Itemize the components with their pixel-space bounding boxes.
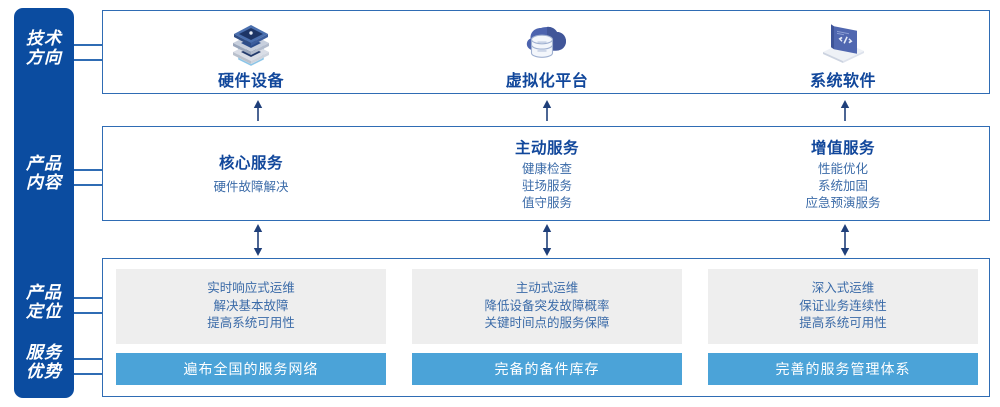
positioning-column-realtime[interactable]: 实时响应式运维 解决基本故障 提高系统可用性 遍布全国的服务网络 <box>103 259 399 396</box>
rail-label-line2: 方向 <box>26 48 62 67</box>
arrow-up-system-software <box>838 100 852 126</box>
content-heading-core: 核心服务 <box>218 155 283 172</box>
rail-label-line1: 产品 <box>26 154 62 173</box>
product-positioning-row: 实时响应式运维 解决基本故障 提高系统可用性 遍布全国的服务网络 主动式运维 降… <box>102 258 990 397</box>
positioning-line: 主动式运维 <box>515 281 579 296</box>
content-heading-proactive: 主动服务 <box>514 139 579 157</box>
arrow-up-down-proactive <box>540 224 554 261</box>
connector-content-1 <box>74 169 103 171</box>
content-item: 系统加固 <box>817 178 868 193</box>
rail-label-line1: 服务 <box>26 343 62 362</box>
rail-label-line2: 定位 <box>26 302 62 321</box>
content-item: 值守服务 <box>521 195 572 210</box>
arrow-up-down-value-added <box>838 224 852 261</box>
content-item: 性能优化 <box>817 161 868 176</box>
advantage-bar-spare-parts[interactable]: 完备的备件库存 <box>412 353 682 385</box>
rail-label-line1: 技术 <box>26 29 62 48</box>
advantage-bar-service-network[interactable]: 遍布全国的服务网络 <box>116 353 386 385</box>
positioning-line: 提高系统可用性 <box>799 316 887 331</box>
positioning-box-deep: 深入式运维 保证业务连续性 提高系统可用性 <box>708 269 978 344</box>
rail-label-line2: 优势 <box>26 362 62 381</box>
rail-label-service-advantage: 服务 优势 <box>14 343 74 381</box>
content-item: 健康检查 <box>521 161 572 176</box>
positioning-line: 提高系统可用性 <box>207 316 295 331</box>
rail-label-tech-direction: 技术 方向 <box>14 29 74 67</box>
category-rail <box>14 8 74 398</box>
connector-tech-2 <box>74 59 103 61</box>
positioning-line: 实时响应式运维 <box>207 281 295 296</box>
tech-label-hardware: 硬件设备 <box>217 73 284 90</box>
cloud-database-icon <box>521 18 573 66</box>
connector-content-2 <box>74 184 103 186</box>
rail-label-product-content: 产品 内容 <box>14 154 74 192</box>
connector-tech-1 <box>74 44 103 46</box>
arrow-up-down-core <box>251 224 265 261</box>
positioning-line: 关键时间点的服务保障 <box>484 316 610 331</box>
arrow-up-hardware <box>251 100 265 126</box>
tech-direction-row: 硬件设备 虚拟化平台 <box>102 10 990 94</box>
rail-label-line2: 内容 <box>26 173 62 192</box>
content-item: 应急预演服务 <box>805 195 881 210</box>
content-item: 驻场服务 <box>521 178 572 193</box>
tech-column-virtualization[interactable]: 虚拟化平台 <box>399 11 695 93</box>
advantage-bar-management-system[interactable]: 完善的服务管理体系 <box>708 353 978 385</box>
arrow-up-virtualization <box>540 100 554 126</box>
rail-label-product-position: 产品 定位 <box>14 283 74 321</box>
laptop-code-icon <box>817 18 869 66</box>
positioning-line: 深入式运维 <box>811 281 875 296</box>
tech-label-system-software: 系统软件 <box>809 73 876 90</box>
tech-label-virtualization: 虚拟化平台 <box>505 73 589 90</box>
rail-label-line1: 产品 <box>26 283 62 302</box>
server-stack-icon <box>225 18 277 66</box>
positioning-line: 解决基本故障 <box>213 298 289 313</box>
positioning-line: 保证业务连续性 <box>799 298 887 313</box>
tech-column-hardware[interactable]: 硬件设备 <box>103 11 399 93</box>
positioning-line: 降低设备突发故障概率 <box>484 298 610 313</box>
connector-advantage-2 <box>74 373 103 375</box>
positioning-column-proactive[interactable]: 主动式运维 降低设备突发故障概率 关键时间点的服务保障 完备的备件库存 <box>399 259 695 396</box>
positioning-column-deep[interactable]: 深入式运维 保证业务连续性 提高系统可用性 完善的服务管理体系 <box>695 259 991 396</box>
connector-position-1 <box>74 297 103 299</box>
connector-advantage-1 <box>74 358 103 360</box>
connector-position-2 <box>74 312 103 314</box>
tech-column-system-software[interactable]: 系统软件 <box>695 11 991 93</box>
content-column-value-added[interactable]: 增值服务 性能优化 系统加固 应急预演服务 <box>695 127 991 220</box>
content-column-core[interactable]: 核心服务 硬件故障解决 <box>103 127 399 220</box>
positioning-box-realtime: 实时响应式运维 解决基本故障 提高系统可用性 <box>116 269 386 344</box>
content-column-proactive[interactable]: 主动服务 健康检查 驻场服务 值守服务 <box>399 127 695 220</box>
content-item: 硬件故障解决 <box>213 180 289 194</box>
positioning-box-proactive: 主动式运维 降低设备突发故障概率 关键时间点的服务保障 <box>412 269 682 344</box>
product-content-row: 核心服务 硬件故障解决 主动服务 健康检查 驻场服务 值守服务 增值服务 性能优… <box>102 126 990 221</box>
content-heading-value-added: 增值服务 <box>810 139 875 157</box>
